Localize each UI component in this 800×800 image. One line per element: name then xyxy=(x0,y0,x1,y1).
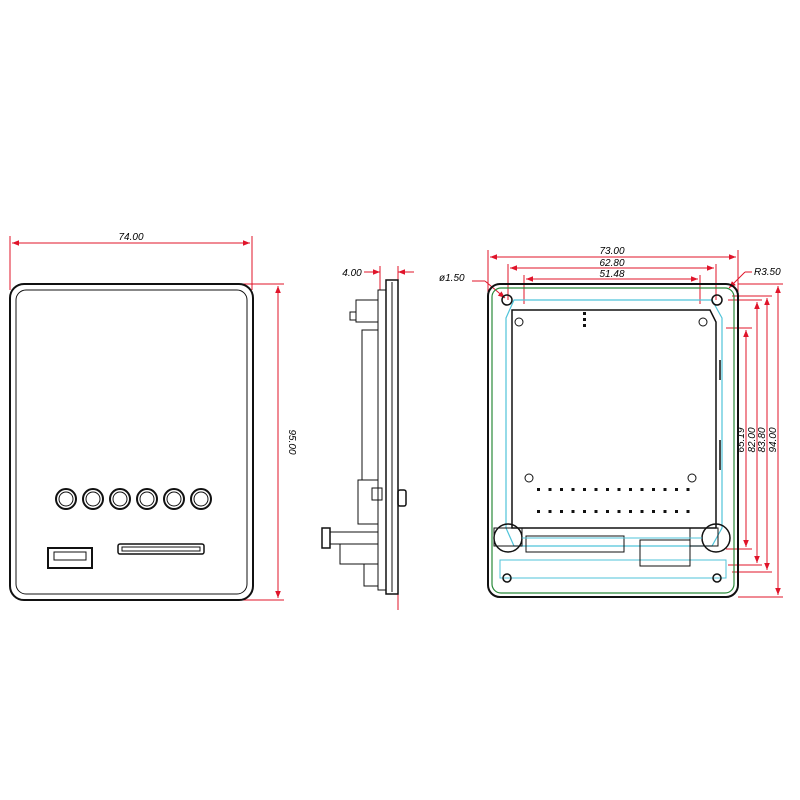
side-pcb xyxy=(377,289,387,591)
header-pin xyxy=(606,510,609,513)
corner-radius-label: R3.50 xyxy=(754,267,781,278)
header-pin xyxy=(629,510,632,513)
header-pin xyxy=(617,488,621,491)
pcb-hole-top-right xyxy=(698,317,708,327)
usb-port xyxy=(47,547,93,569)
side-usb-body xyxy=(329,531,379,545)
front-width-dimension: 74.00 xyxy=(9,232,253,290)
header-pin xyxy=(663,488,667,491)
back-width-73: 73.00 xyxy=(599,246,624,257)
front-button-1 xyxy=(55,488,77,510)
small-pins-top xyxy=(583,312,586,327)
header-pin xyxy=(594,510,598,513)
sd-card-slot xyxy=(117,543,205,555)
usb-port-tongue xyxy=(53,551,87,561)
header-pin xyxy=(560,510,563,513)
hole-diameter-label: ø1.50 xyxy=(439,273,465,284)
back-view: 73.00 62.80 51.48 ø1.50 R3.50 65 xyxy=(439,246,783,598)
back-height-9400: 94.00 xyxy=(768,427,779,452)
header-pin xyxy=(617,510,621,513)
header-pin xyxy=(686,488,690,491)
header-pin xyxy=(663,510,667,513)
header-pin xyxy=(686,510,690,513)
header-pin xyxy=(537,488,540,491)
back-pcb xyxy=(511,309,717,529)
mount-hole-bottom-left xyxy=(502,573,512,583)
header-pin xyxy=(537,510,540,513)
back-board-outer xyxy=(487,283,739,598)
front-button-6 xyxy=(190,488,212,510)
header-pin xyxy=(652,510,655,513)
header-pin xyxy=(548,510,552,513)
header-pin xyxy=(640,510,644,513)
pcb-hole-mid-left xyxy=(524,473,534,483)
front-button-ring-2 xyxy=(85,491,101,507)
front-button-5 xyxy=(163,488,185,510)
header-pins xyxy=(537,488,690,513)
front-view: 74.00 95.00 xyxy=(9,232,297,601)
front-button-ring-4 xyxy=(139,491,155,507)
pcb-hole-mid-right xyxy=(687,473,697,483)
bottom-frame-outline xyxy=(499,559,727,579)
side-view: 4.00 xyxy=(321,266,414,610)
pcb-hole-top-left xyxy=(514,317,524,327)
back-width-5148: 51.48 xyxy=(599,269,624,280)
back-height-8380: 83.80 xyxy=(757,427,768,452)
side-component-mid xyxy=(357,479,379,525)
radius-callout: R3.50 xyxy=(728,267,781,289)
back-board-edge xyxy=(491,287,735,594)
mount-hole-top-left xyxy=(501,294,513,306)
front-button-ring-1 xyxy=(58,491,74,507)
back-height-6519: 65.19 xyxy=(736,427,747,452)
header-pin xyxy=(606,488,609,491)
front-button-4 xyxy=(136,488,158,510)
header-pin xyxy=(629,488,632,491)
side-button xyxy=(397,489,407,507)
front-button-2 xyxy=(82,488,104,510)
side-usb-flange xyxy=(321,527,331,549)
header-pin xyxy=(583,510,586,513)
back-usb-housing xyxy=(639,539,691,567)
header-pin xyxy=(571,488,575,491)
mounting-holes xyxy=(493,294,731,583)
mount-hole-bottom-right xyxy=(712,573,722,583)
sd-card-slot-inner xyxy=(121,546,201,552)
header-pin xyxy=(571,510,575,513)
front-button-ring-5 xyxy=(166,491,182,507)
header-pin xyxy=(548,488,552,491)
front-buttons xyxy=(55,488,212,510)
side-thickness-label: 4.00 xyxy=(342,268,362,279)
side-component-top xyxy=(355,299,379,323)
header-pin xyxy=(640,488,644,491)
back-width-dimensions: 73.00 62.80 51.48 xyxy=(487,246,739,304)
header-pin xyxy=(675,510,678,513)
front-button-3 xyxy=(109,488,131,510)
front-panel-outer xyxy=(9,283,254,601)
header-pin xyxy=(675,488,678,491)
header-pin xyxy=(583,488,586,491)
header-pin xyxy=(652,488,655,491)
header-pin xyxy=(560,488,563,491)
front-height-dimension: 95.00 xyxy=(240,283,297,601)
front-width-label: 74.00 xyxy=(118,232,143,243)
side-component-body xyxy=(361,329,379,481)
back-height-8200: 82.00 xyxy=(747,427,758,452)
side-component-bottom xyxy=(363,563,379,587)
front-button-ring-3 xyxy=(112,491,128,507)
front-button-ring-6 xyxy=(193,491,209,507)
back-connector-strip xyxy=(525,535,625,553)
front-panel-inner xyxy=(15,289,248,595)
mount-hole-top-right xyxy=(711,294,723,306)
back-width-6280: 62.80 xyxy=(599,258,624,269)
front-height-label: 95.00 xyxy=(286,429,297,454)
header-pin xyxy=(594,488,598,491)
side-usb-housing xyxy=(339,543,379,565)
inner-frame-outline xyxy=(505,299,723,547)
